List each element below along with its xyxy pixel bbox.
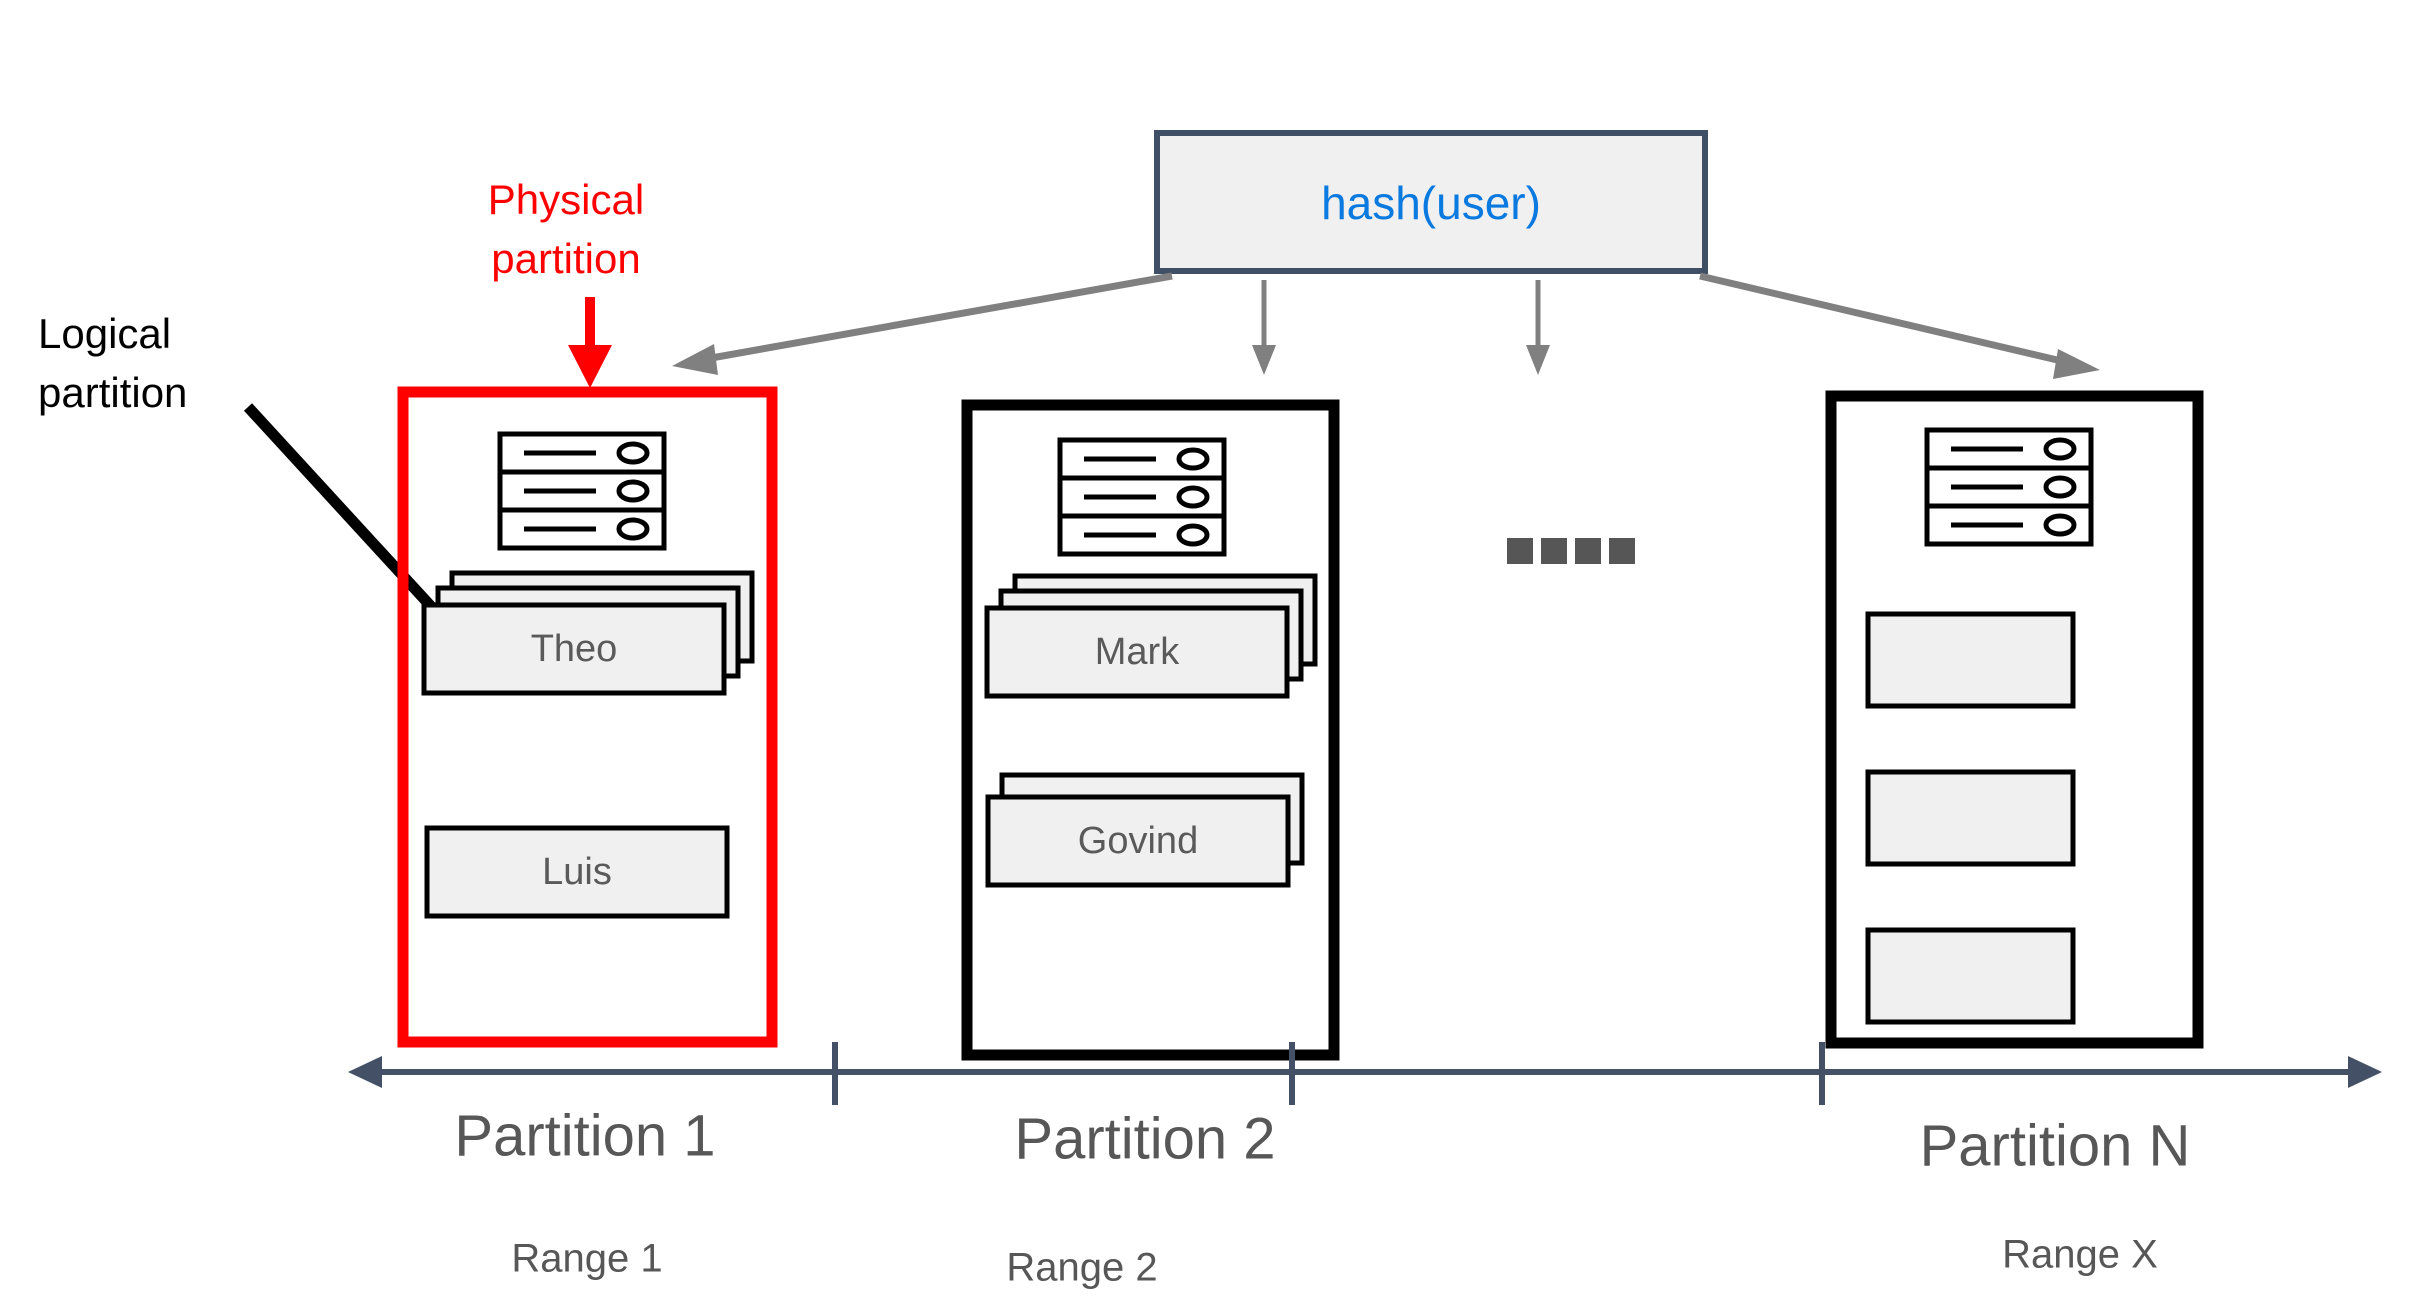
axis-labels: Partition 1 Partition 2 Partition N Rang… xyxy=(454,1103,2190,1289)
card-front[interactable] xyxy=(1865,927,2076,1025)
server-rack-icon xyxy=(497,431,667,551)
partition-1-axis-label: Partition 1 xyxy=(454,1103,715,1168)
server-rack-icon xyxy=(1057,437,1227,557)
logical-partition-pointer-line xyxy=(243,403,443,618)
logical-partition-label-line2: partition xyxy=(38,369,187,416)
partition-n-group[interactable] xyxy=(1825,390,2204,1049)
card-front[interactable] xyxy=(1865,769,2076,867)
partition-1-item-theo[interactable]: Theo xyxy=(421,570,755,696)
partition-2-axis-label: Partition 2 xyxy=(1014,1106,1275,1171)
partition-n-item-1[interactable] xyxy=(1865,611,2076,709)
partition-n-item-3[interactable] xyxy=(1865,927,2076,1025)
partition-1-group[interactable]: Theo Luis xyxy=(397,386,778,1048)
card-label: Mark xyxy=(1095,631,1180,673)
card-label: Theo xyxy=(531,628,618,670)
card-front[interactable] xyxy=(985,794,1291,888)
physical-partition-annotation: Physical partition xyxy=(488,176,644,388)
partition-2-group[interactable]: Mark Govind xyxy=(961,399,1340,1061)
partition-n-axis-label: Partition N xyxy=(1920,1113,2191,1178)
logical-partition-label-line1: Logical xyxy=(38,310,171,357)
partition-n-item-2[interactable] xyxy=(1865,769,2076,867)
card-front[interactable] xyxy=(1865,611,2076,709)
logical-partition-annotation: Logical partition xyxy=(38,310,443,618)
server-rack-icon xyxy=(1924,427,2094,547)
card-front[interactable] xyxy=(984,605,1290,699)
card-label: Luis xyxy=(542,851,612,893)
card-front[interactable] xyxy=(421,602,727,696)
partition-1-range-label: Range 1 xyxy=(511,1237,662,1281)
connector-arrow-down-1 xyxy=(1252,280,1276,375)
partition-1-boundary[interactable] xyxy=(397,386,778,1048)
partition-2-range-label: Range 2 xyxy=(1006,1246,1157,1290)
partition-n-boundary[interactable] xyxy=(1825,390,2204,1049)
partition-2-boundary[interactable] xyxy=(961,399,1340,1061)
axis-left-arrowhead xyxy=(348,1056,382,1088)
hash-connector-arrows xyxy=(672,272,2100,379)
ellipsis-dots-icon xyxy=(1507,538,1635,564)
connector-arrow-to-partition-1 xyxy=(672,272,1173,375)
physical-partition-label-line1: Physical xyxy=(488,176,644,223)
partition-1-item-luis[interactable]: Luis xyxy=(424,825,730,919)
card-label: Govind xyxy=(1078,820,1198,862)
physical-partition-label-line2: partition xyxy=(491,235,640,282)
partition-n-range-label: Range X xyxy=(2002,1233,2158,1277)
axis-right-arrowhead xyxy=(2348,1056,2382,1088)
partition-range-axis xyxy=(348,1042,2382,1105)
hash-box-label: hash(user) xyxy=(1321,177,1541,229)
hash-box-frame xyxy=(1154,130,1708,274)
partition-2-item-mark[interactable]: Mark xyxy=(984,573,1318,699)
connector-arrow-to-partition-n xyxy=(1699,272,2100,379)
physical-partition-arrow-icon xyxy=(568,297,612,388)
connector-arrow-down-2 xyxy=(1526,280,1550,375)
partition-2-item-govind[interactable]: Govind xyxy=(985,772,1305,888)
card-front[interactable] xyxy=(424,825,730,919)
hash-function-box: hash(user) xyxy=(1154,130,1708,274)
